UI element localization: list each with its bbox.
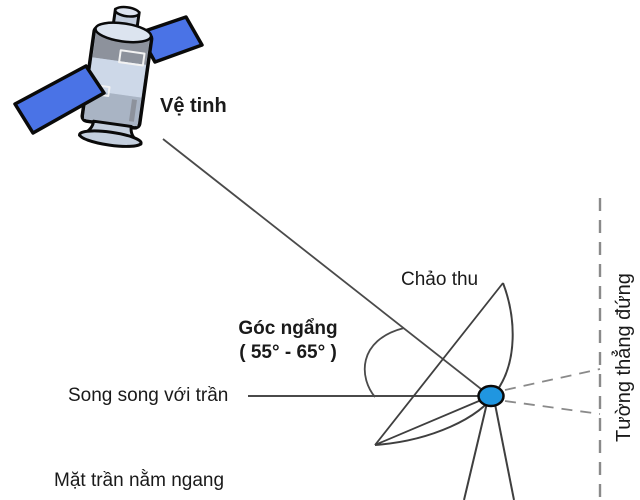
feed-point-dot xyxy=(477,384,505,408)
satellite-signal-line xyxy=(162,138,491,397)
dish-back-arc xyxy=(374,282,514,446)
elevation-angle-label: Góc ngẩng ( 55° - 65° ) xyxy=(230,318,346,364)
ceiling-horizontal-label: Mặt trần nằm ngang xyxy=(54,470,225,491)
elevation-angle-arc xyxy=(363,327,405,398)
dish-aperture-line xyxy=(374,282,504,446)
solar-panel-left xyxy=(13,64,106,135)
support-leg-left xyxy=(463,402,488,500)
elevation-angle-range: ( 55° - 65° ) xyxy=(239,341,337,363)
satellite-body xyxy=(78,5,154,148)
satellite-lower-band xyxy=(83,90,142,127)
dish-label: Chảo thu xyxy=(401,269,479,290)
elevation-angle-name: Góc ngẩng xyxy=(238,318,338,339)
dish-feed-strut xyxy=(374,397,487,446)
support-leg-right xyxy=(494,403,515,500)
beam-ray-lower-dashed xyxy=(504,400,601,415)
satellite-body-cap xyxy=(94,21,153,44)
parallel-ceiling-label: Song song với trần xyxy=(68,385,229,406)
satellite-hatch-upper xyxy=(118,49,146,67)
vertical-wall-label: Tường thẳng đứng xyxy=(613,273,635,442)
satellite-bell-rim xyxy=(78,129,143,148)
satellite-slot xyxy=(128,99,137,122)
beam-ray-upper-dashed xyxy=(504,368,601,391)
satellite-top-cap xyxy=(114,5,141,18)
satellite-label: Vệ tinh xyxy=(160,95,227,117)
satellite-icon xyxy=(13,5,204,148)
